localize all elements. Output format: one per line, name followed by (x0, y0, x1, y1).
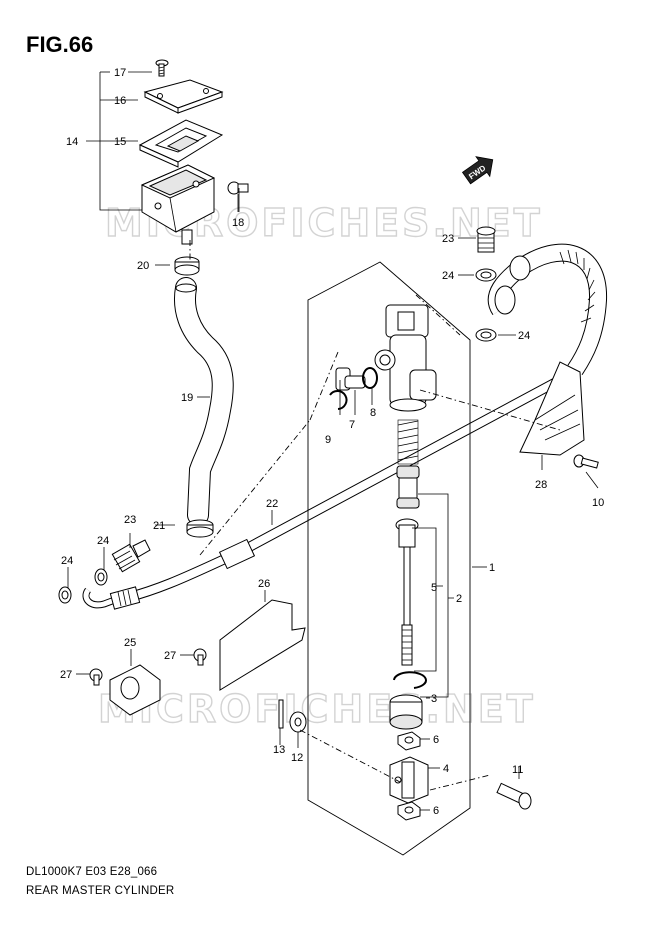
circlip-9 (329, 390, 348, 410)
nut-6-upper (397, 731, 421, 751)
hose-clamp-20 (174, 256, 200, 276)
callout-24-left-a: 24 (97, 535, 109, 547)
callout-13: 13 (273, 744, 285, 756)
watermark-lower: MICROFICHES.NET (98, 687, 536, 731)
banjo-bolt-23-right (476, 226, 496, 253)
clamp-25 (109, 664, 161, 716)
callout-26: 26 (258, 578, 270, 590)
bolt-27-right (193, 648, 207, 666)
callout-2: 2 (456, 593, 462, 605)
callout-27-left: 27 (60, 669, 72, 681)
callout-4: 4 (443, 763, 449, 775)
banjo-bolt-23-left (111, 539, 151, 573)
screw-17 (155, 59, 169, 77)
callout-18: 18 (232, 217, 244, 229)
callout-6-upper: 6 (433, 734, 439, 746)
callout-28: 28 (535, 479, 547, 491)
bolt-18 (227, 181, 249, 195)
hose-guard-28 (519, 361, 585, 456)
callout-22: 22 (266, 498, 278, 510)
brake-hose-22 (82, 375, 563, 610)
washer-24-left-a (94, 568, 108, 586)
circlip-3 (393, 671, 427, 689)
reservoir-group (86, 59, 249, 276)
assembly-frame-1 (307, 261, 471, 856)
reservoir-cap-16 (143, 79, 224, 114)
nut-6-lower (397, 801, 421, 821)
cotter-pin-13 (278, 699, 284, 729)
clevis-pin-11 (496, 782, 532, 810)
reservoir-hose-19 (174, 277, 234, 526)
callout-25: 25 (124, 637, 136, 649)
callout-15: 15 (114, 136, 126, 148)
screw-10 (573, 454, 599, 469)
callout-24-left-b: 24 (61, 555, 73, 567)
callout-17: 17 (114, 67, 126, 79)
hose-clamp-21 (186, 519, 214, 538)
fwd-arrow-icon: FWD (461, 156, 494, 185)
boot-3 (389, 694, 423, 730)
callout-16: 16 (114, 95, 126, 107)
o-ring-8 (362, 367, 378, 389)
callout-24-right-b: 24 (518, 330, 530, 342)
callout-14: 14 (66, 136, 78, 148)
callout-6-lower: 6 (433, 805, 439, 817)
callout-8: 8 (370, 407, 376, 419)
washer-24-right-b (475, 328, 497, 342)
callout-21: 21 (153, 520, 165, 532)
callout-5: 5 (431, 582, 437, 594)
callout-12: 12 (291, 752, 303, 764)
cover-26 (219, 599, 306, 691)
spring (397, 419, 419, 465)
callout-11: 11 (512, 764, 523, 776)
callout-24-right-a: 24 (442, 270, 454, 282)
washer-24-left-b (58, 586, 72, 604)
reservoir-14 (140, 164, 216, 245)
callout-27-right: 27 (164, 650, 176, 662)
washer-24-right-a (475, 268, 497, 282)
diagram-name: REAR MASTER CYLINDER (26, 885, 175, 897)
master-cylinder-body (374, 304, 437, 412)
callout-23-left: 23 (124, 514, 136, 526)
clevis-4 (389, 756, 429, 804)
callout-10: 10 (592, 497, 604, 509)
callout-20: 20 (137, 260, 149, 272)
push-rod-5 (395, 518, 419, 666)
callout-9: 9 (325, 434, 331, 446)
hose-to-caliper (487, 243, 608, 375)
bolt-27-left (89, 668, 103, 686)
callout-19: 19 (181, 392, 193, 404)
callout-23-right: 23 (442, 233, 454, 245)
diaphragm-15 (138, 119, 224, 168)
hose-fitting-7 (335, 367, 366, 391)
washer-12 (289, 711, 307, 733)
callout-3: 3 (431, 693, 437, 705)
figure-title: FIG.66 (26, 32, 94, 57)
piston-2 (396, 465, 420, 509)
diagram-code: DL1000K7 E03 E28_066 (26, 866, 158, 878)
callout-1: 1 (489, 562, 495, 574)
callout-7: 7 (349, 419, 355, 431)
